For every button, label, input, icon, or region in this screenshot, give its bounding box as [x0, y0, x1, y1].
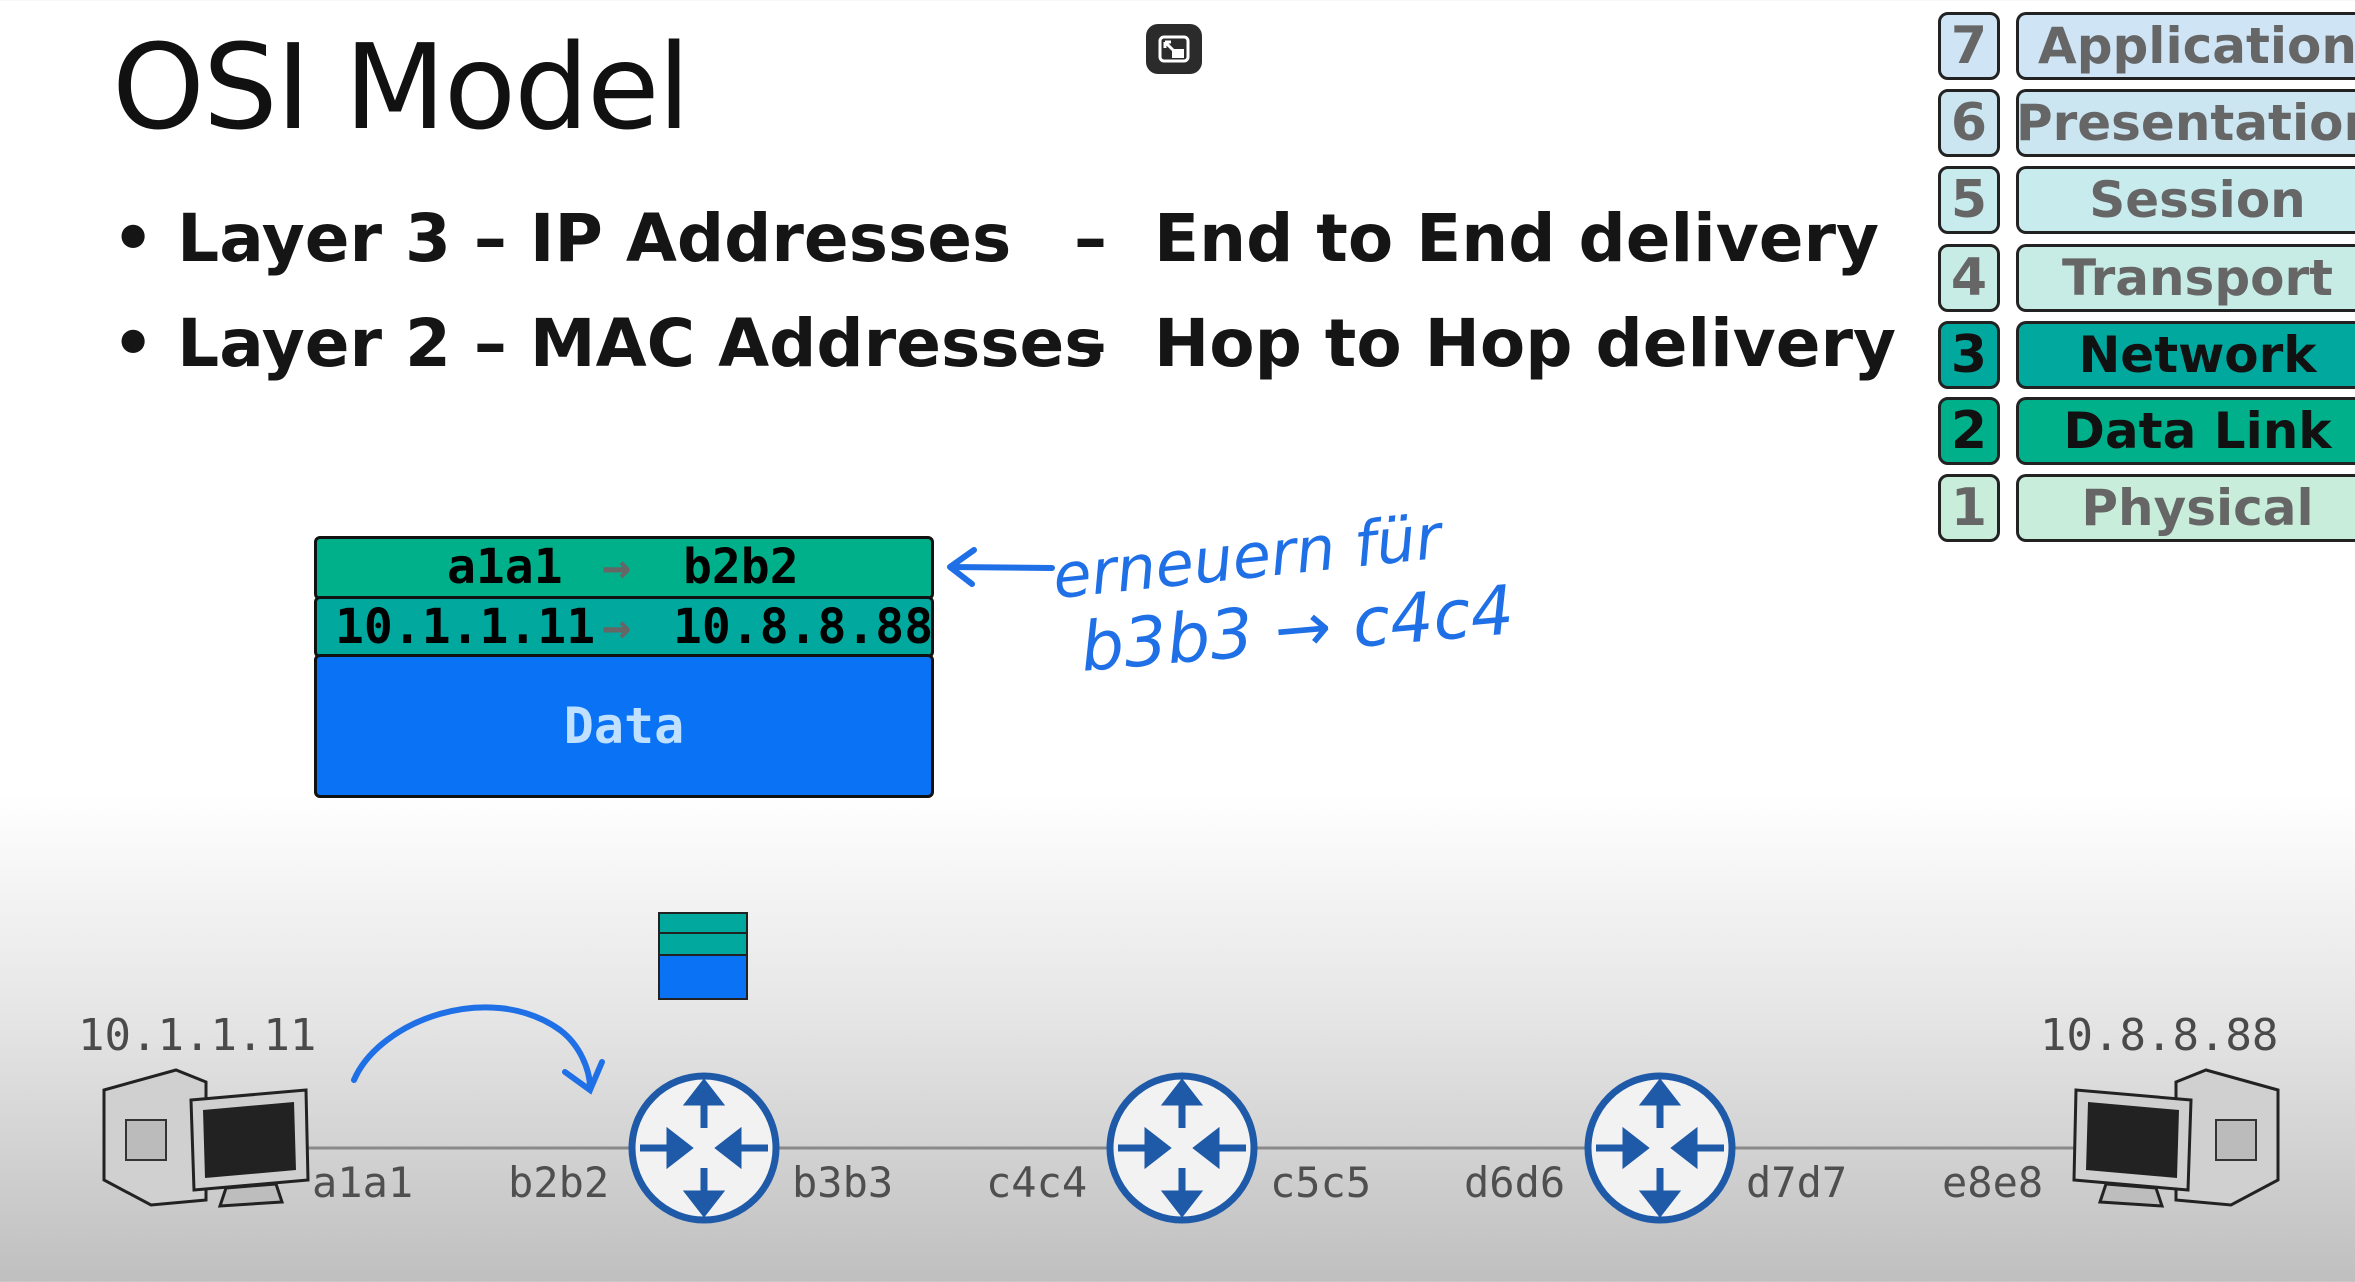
packet-ip-header: 10.1.1.11 → 10.8.8.88	[314, 596, 934, 658]
osi-num-2: 2	[1938, 397, 2000, 465]
restore-window-button[interactable]	[1146, 24, 1202, 74]
router-2-icon	[1106, 1072, 1258, 1224]
bullet-layer3: • Layer 3 – IP Addresses	[112, 200, 1012, 277]
mac-source: a1a1	[447, 539, 563, 595]
bullet-layer3-delivery: End to End delivery	[1154, 200, 1880, 277]
packet-data-payload: Data	[314, 654, 934, 798]
restore-window-icon	[1158, 35, 1190, 63]
osi-num-6: 6	[1938, 89, 2000, 157]
mac-label-d7d7: d7d7	[1746, 1158, 1848, 1207]
mac-label-c4c4: c4c4	[986, 1158, 1088, 1207]
destination-ip-label: 10.8.8.88	[2040, 1010, 2279, 1061]
mini-packet-data	[658, 956, 748, 1000]
osi-layer-application: Application	[2016, 12, 2355, 80]
mac-label-e8e8: e8e8	[1942, 1158, 2044, 1207]
mini-packet	[658, 912, 748, 1000]
hop-arrow-icon	[351, 1004, 605, 1095]
bullet-layer2-delivery: Hop to Hop delivery	[1154, 305, 1897, 382]
mac-label-b2b2: b2b2	[508, 1158, 610, 1207]
bullet-layer2: • Layer 2 – MAC Addresses	[112, 305, 1104, 382]
mac-label-a1a1: a1a1	[312, 1158, 414, 1207]
mac-label-b3b3: b3b3	[792, 1158, 894, 1207]
destination-computer-icon	[2072, 1068, 2280, 1208]
osi-layer-data-link: Data Link	[2016, 397, 2355, 465]
mac-label-c5c5: c5c5	[1270, 1158, 1372, 1207]
mini-packet-mac	[658, 912, 748, 934]
bullet-layer2-dash: –	[1074, 305, 1107, 382]
mac-destination: b2b2	[683, 539, 799, 595]
osi-layer-presentation: Presentation	[2016, 89, 2355, 157]
packet-mac-header: a1a1 → b2b2	[314, 536, 934, 600]
osi-layer-transport: Transport	[2016, 244, 2355, 312]
osi-layer-physical: Physical	[2016, 474, 2355, 542]
osi-num-5: 5	[1938, 166, 2000, 234]
source-ip-label: 10.1.1.11	[78, 1010, 317, 1061]
ip-source: 10.1.1.11	[335, 599, 596, 655]
mac-arrow: →	[602, 539, 631, 595]
osi-num-4: 4	[1938, 244, 2000, 312]
bullet-layer3-dash: –	[1074, 200, 1107, 277]
mac-label-d6d6: d6d6	[1464, 1158, 1566, 1207]
ip-destination: 10.8.8.88	[673, 599, 934, 655]
router-1-icon	[628, 1072, 780, 1224]
mini-packet-ip	[658, 934, 748, 956]
ip-arrow: →	[602, 599, 631, 655]
osi-num-7: 7	[1938, 12, 2000, 80]
osi-layer-network: Network	[2016, 321, 2355, 389]
osi-num-1: 1	[1938, 474, 2000, 542]
source-computer-icon	[102, 1068, 310, 1208]
slide-title: OSI Model	[112, 18, 690, 156]
osi-layer-session: Session	[2016, 166, 2355, 234]
annotation-arrow-icon	[947, 547, 1055, 587]
osi-num-3: 3	[1938, 321, 2000, 389]
router-3-icon	[1584, 1072, 1736, 1224]
